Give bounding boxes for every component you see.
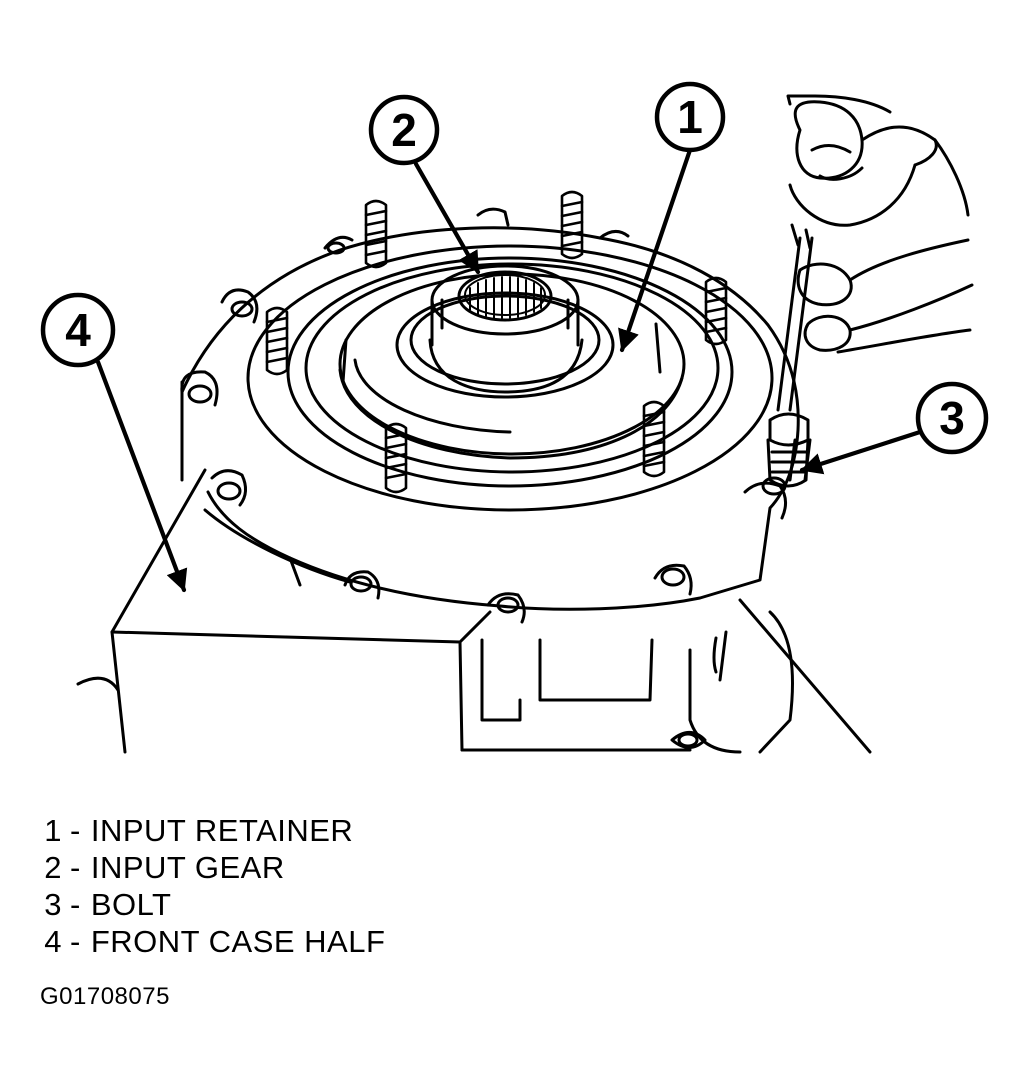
callout-bubble-2: 2 [368, 94, 440, 166]
leader-arrow-1 [618, 147, 693, 353]
legend-label: BOLT [90, 887, 172, 922]
legend-separator: - [70, 924, 81, 959]
legend-label: FRONT CASE HALF [90, 924, 386, 959]
leader-arrow-3 [799, 429, 923, 475]
transfer-case-illustration: 1 2 3 4 [40, 81, 989, 754]
legend-item: 1-INPUT RETAINER [40, 812, 385, 849]
callout-bubble-4: 4 [40, 292, 116, 368]
svg-text:2: 2 [391, 104, 417, 156]
leader-arrows [95, 147, 923, 593]
svg-text:4: 4 [65, 304, 91, 356]
input-gear [395, 264, 615, 399]
front-case-half [76, 380, 872, 754]
legend-number: 1 [44, 813, 62, 848]
legend-separator: - [70, 813, 81, 848]
legend-number: 4 [44, 924, 62, 959]
input-retainer [246, 244, 774, 512]
legend-label: INPUT RETAINER [90, 813, 354, 848]
legend-separator: - [70, 887, 81, 922]
legend-item: 2-INPUT GEAR [40, 849, 385, 886]
mounting-flange [180, 207, 800, 624]
callout-bubble-1: 1 [654, 81, 726, 153]
threaded-studs [265, 190, 728, 494]
svg-text:1: 1 [677, 91, 703, 143]
legend-separator: - [70, 850, 81, 885]
legend-item: 4-FRONT CASE HALF [40, 923, 385, 960]
legend-label: INPUT GEAR [90, 850, 285, 885]
parts-legend: 1-INPUT RETAINER 2-INPUT GEAR 3-BOLT 4-F… [40, 812, 385, 960]
legend-item: 3-BOLT [40, 886, 385, 923]
leader-arrow-2 [413, 161, 481, 275]
legend-number: 3 [44, 887, 62, 922]
figure-code: G01708075 [40, 983, 170, 1010]
callout-bubble-3: 3 [915, 381, 989, 455]
hand-with-driver [766, 94, 974, 488]
legend-number: 2 [44, 850, 62, 885]
leader-arrow-4 [95, 359, 188, 593]
svg-text:3: 3 [939, 392, 965, 444]
